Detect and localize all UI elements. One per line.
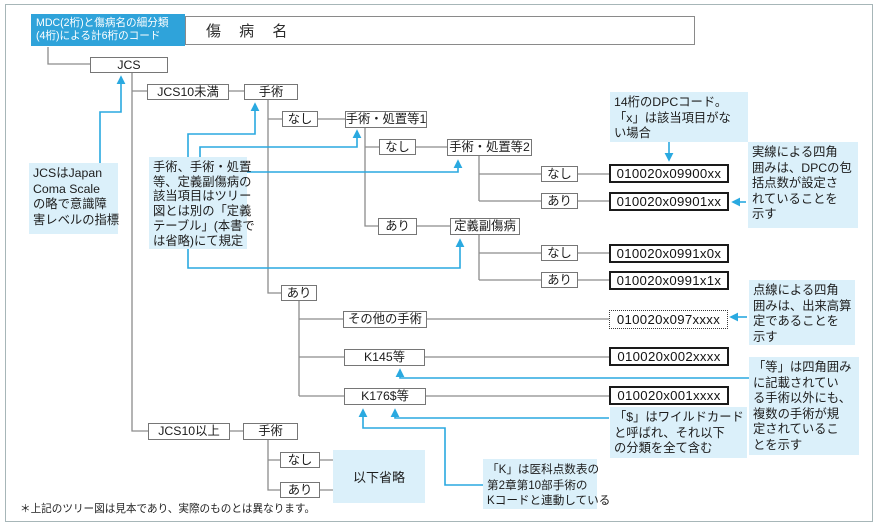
tou-note-connector bbox=[395, 368, 749, 379]
note-solid-border-line: 括点数が設定さ bbox=[752, 176, 839, 190]
node-ari-4: あり bbox=[541, 272, 578, 288]
node-nashi-5: なし bbox=[280, 452, 320, 468]
def-note-to-teigi-connector bbox=[187, 238, 465, 269]
note-solid-border-line: れていることを bbox=[752, 191, 838, 206]
note-definition-table-line: 該当項目はツリー bbox=[153, 189, 252, 204]
node-nashi-4: なし bbox=[541, 245, 578, 261]
note-definition-table-line: 図とは別の「定義 bbox=[153, 204, 252, 219]
node-nashi-3: なし bbox=[541, 166, 578, 182]
note-tou-line: 複数の手術が規 bbox=[753, 406, 840, 421]
mdc-code-label-line1: MDC(2桁)と傷病名の細分類 bbox=[36, 16, 169, 29]
note-tou-line: とを示す bbox=[753, 437, 803, 452]
node-sonota: その他の手術 bbox=[343, 311, 427, 328]
note-dotted-border-line: 示す bbox=[753, 329, 778, 344]
node-jcs-over10: JCS10以上 bbox=[148, 423, 230, 440]
tree-branch-lines bbox=[47, 47, 609, 491]
note-jcs-line: JCSはJapan bbox=[33, 166, 103, 180]
note-definition-table-line: テーブル」(本書で bbox=[153, 218, 255, 233]
note-dpc14-line: 14桁のDPCコード。 bbox=[614, 95, 728, 109]
node-ari-3: あり bbox=[541, 193, 578, 209]
note-tou-line: る手術以外にも、 bbox=[753, 391, 852, 405]
note-dpc14-line: い場合 bbox=[614, 126, 651, 140]
mdc-code-label: MDC(2桁)と傷病名の細分類 (4桁)による計6桁のコード bbox=[31, 14, 185, 46]
node-ops1: 手術・処置等1 bbox=[345, 111, 427, 128]
note-tou-line: 「等」は四角囲み bbox=[753, 360, 852, 374]
node-k176: K176$等 bbox=[344, 388, 426, 405]
note-jcs-line: Coma Scale bbox=[33, 181, 100, 196]
note-definition-table: 手術、手術・処置 等、定義副傷病の 該当項目はツリー 図とは別の「定義 テーブル… bbox=[149, 157, 255, 249]
code-box-09901: 010020x09901xx bbox=[609, 192, 729, 211]
code-box-0991x1x: 010020x0991x1x bbox=[609, 271, 729, 290]
note-solid-border: 実線による四角 囲みは、DPCの包 括点数が設定さ れていることを 示す bbox=[748, 142, 858, 228]
note-solid-border-line: 囲みは、DPCの包 bbox=[752, 160, 852, 175]
note-kcode-line: 「K」は医科点数表の bbox=[487, 463, 600, 476]
note-jcs-line: の略で意識障 bbox=[33, 197, 107, 211]
note-jcs-line: 害レベルの指標 bbox=[33, 212, 120, 227]
node-ari-5: あり bbox=[280, 482, 320, 498]
code-box-0991x0x: 010020x0991x0x bbox=[609, 244, 729, 263]
def-note-to-surgery-connector bbox=[187, 102, 260, 158]
node-jcs-under10: JCS10未満 bbox=[147, 84, 229, 100]
note-definition-table-line: 手術、手術・処置 bbox=[153, 160, 252, 174]
node-ops2: 手術・処置等2 bbox=[447, 139, 532, 156]
kcode-note-connector bbox=[358, 408, 483, 486]
note-dotted-border-line: 定であることを bbox=[753, 314, 839, 328]
note-wildcard-line: 「$」はワイルドカード bbox=[614, 410, 744, 424]
note-kcode-line: 第2章第10部手術の bbox=[487, 478, 588, 492]
node-ari-2: あり bbox=[378, 218, 417, 235]
note-dotted-border: 点線による四角 囲みは、出来高算 定であることを 示す bbox=[749, 280, 855, 345]
note-dotted-border-line: 点線による四角 bbox=[753, 283, 839, 297]
note-kcode-line: Kコードと連動している bbox=[487, 494, 611, 507]
node-jcs: JCS bbox=[90, 57, 168, 73]
diagram-outer-border bbox=[5, 4, 873, 522]
node-nashi-1: なし bbox=[282, 111, 318, 127]
footnote: ＊上記のツリー図は見本であり、実際のものとは異なります。 bbox=[20, 503, 316, 515]
node-nashi-2: なし bbox=[379, 139, 416, 155]
note-tou-line: 定されているこ bbox=[753, 422, 839, 436]
note-dpc14: 14桁のDPCコード。 「x」は該当項目がな い場合 bbox=[610, 92, 748, 142]
code-box-097-dotted: 010020x097xxxx bbox=[609, 310, 728, 329]
node-surgery-upper: 手術 bbox=[244, 84, 298, 100]
note-kcode: 「K」は医科点数表の 第2章第10部手術の Kコードと連動している bbox=[483, 459, 611, 509]
jcs-note-connector bbox=[99, 75, 126, 163]
note-wildcard: 「$」はワイルドカード と呼ばれ、それ以下 の分類を全て含む bbox=[610, 407, 747, 458]
note-jcs: JCSはJapan Coma Scale の略で意識障 害レベルの指標 bbox=[29, 163, 120, 234]
note-wildcard-line: と呼ばれ、それ以下 bbox=[614, 425, 725, 440]
node-ari-top: あり bbox=[281, 285, 317, 301]
code-box-09900: 010020x09900xx bbox=[609, 164, 729, 183]
note-wildcard-line: の分類を全て含む bbox=[614, 441, 713, 455]
code-box-002: 010020x002xxxx bbox=[609, 347, 729, 366]
note-dpc14-line: 「x」は該当項目がな bbox=[614, 110, 731, 125]
note-definition-table-line: は省略)にて規定 bbox=[153, 233, 244, 248]
mdc-code-label-line2: (4桁)による計6桁のコード bbox=[36, 30, 161, 42]
note-definition-table-line: 等、定義副傷病の bbox=[153, 174, 252, 189]
note-tou-line: に記載されてい bbox=[753, 375, 839, 390]
note-solid-border-line: 示す bbox=[752, 207, 777, 221]
node-surgery-lower: 手術 bbox=[243, 423, 298, 440]
node-k145: K145等 bbox=[344, 349, 425, 366]
wildcard-note-connector bbox=[390, 408, 609, 419]
note-dotted-border-line: 囲みは、出来高算 bbox=[753, 298, 852, 313]
def-note-to-ops2-connector bbox=[246, 159, 463, 173]
omitted-below-box: 以下省略 bbox=[333, 450, 425, 503]
code-box-001: 010020x001xxxx bbox=[609, 386, 729, 405]
note-solid-border-line: 実線による四角 bbox=[752, 145, 838, 159]
node-teigi: 定義副傷病 bbox=[450, 218, 520, 235]
disease-name-box: 傷 病 名 bbox=[185, 16, 695, 45]
note-tou: 「等」は四角囲み に記載されてい る手術以外にも、 複数の手術が規 定されている… bbox=[749, 357, 859, 455]
def-note-to-ops1-connector bbox=[199, 129, 362, 158]
